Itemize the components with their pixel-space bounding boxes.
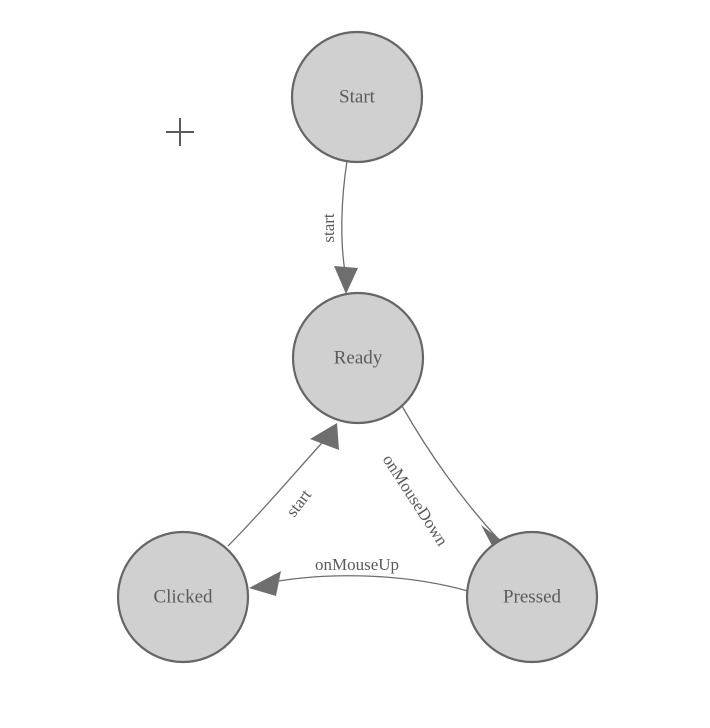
edge-path-start-to-ready [341, 160, 348, 273]
state-node-start-circle[interactable] [290, 30, 424, 164]
state-node-clicked[interactable]: Clicked [116, 530, 250, 664]
edge-ready-to-pressed[interactable]: onMouseDown [379, 405, 513, 555]
state-node-ready[interactable]: Ready [291, 291, 425, 425]
edge-label-pressed-to-clicked: onMouseUp [315, 555, 399, 574]
state-node-pressed[interactable]: Pressed [465, 530, 599, 664]
edge-clicked-to-ready[interactable]: start [227, 423, 339, 547]
edge-path-ready-to-pressed [401, 405, 501, 542]
edge-label-clicked-to-ready: start [282, 485, 315, 520]
arrowhead-start-to-ready [334, 266, 358, 294]
state-node-clicked-circle[interactable] [116, 530, 250, 664]
edge-label-start-to-ready: start [319, 213, 338, 243]
arrowhead-clicked-to-ready [310, 423, 339, 450]
arrowhead-pressed-to-clicked [249, 571, 281, 596]
state-node-pressed-circle[interactable] [465, 530, 599, 664]
state-node-start[interactable]: Start [290, 30, 424, 164]
edge-pressed-to-clicked[interactable]: onMouseUp [249, 555, 469, 596]
edge-start-to-ready[interactable]: start [319, 160, 358, 294]
edge-path-pressed-to-clicked [261, 575, 469, 592]
edge-path-clicked-to-ready [227, 433, 331, 547]
state-node-ready-circle[interactable] [291, 291, 425, 425]
crosshair-icon [166, 118, 194, 146]
edge-label-ready-to-pressed: onMouseDown [379, 451, 452, 550]
